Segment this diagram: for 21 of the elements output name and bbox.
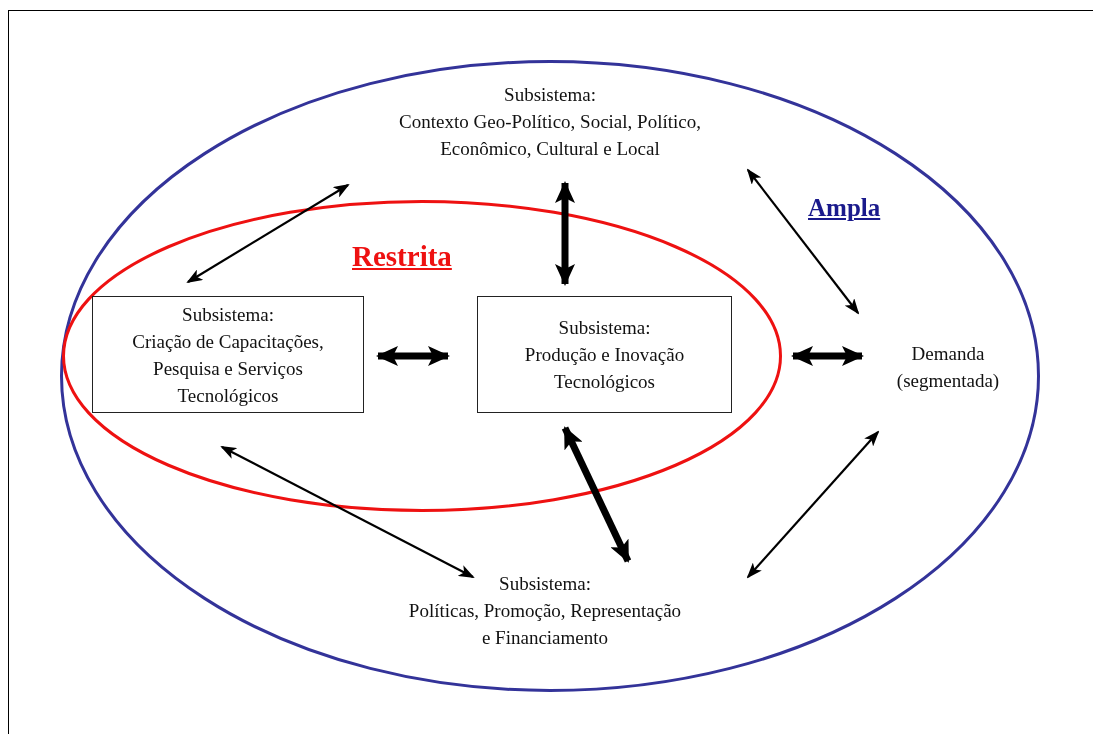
subsystem-text: Criação de Capacitações, Pesquisa e Serviços Tecnológicos — [131, 329, 325, 408]
subsystem-text: Produção e Inovação Tecnológicos — [523, 343, 686, 394]
subsystem-box — [477, 296, 732, 413]
double-arrow — [561, 426, 632, 563]
double-arrow — [220, 446, 475, 578]
subsystem-text: Contexto Geo-Político, Social, Político, Econômico, Cultural e Local — [398, 109, 702, 161]
region-label: Ampla — [808, 194, 881, 222]
subsystem-heading: Subsistema: — [499, 571, 591, 596]
double-arrow — [746, 168, 860, 315]
region-label: Restrita — [352, 240, 452, 273]
subsystem-heading: Subsistema: — [182, 302, 274, 327]
double-arrow — [186, 183, 350, 284]
subsystem-heading: Subsistema: — [558, 316, 651, 340]
subsystem-text: Políticas, Promoção, Representação e Financiamento — [407, 598, 683, 650]
subsystem-box — [92, 296, 364, 413]
subsystem-heading: Subsistema: — [504, 82, 596, 107]
double-arrow — [791, 346, 864, 366]
double-arrow — [746, 430, 880, 579]
subsystem-text: Demanda (segmentada) — [895, 342, 1001, 393]
double-arrow — [555, 181, 575, 286]
double-arrow — [376, 346, 450, 366]
